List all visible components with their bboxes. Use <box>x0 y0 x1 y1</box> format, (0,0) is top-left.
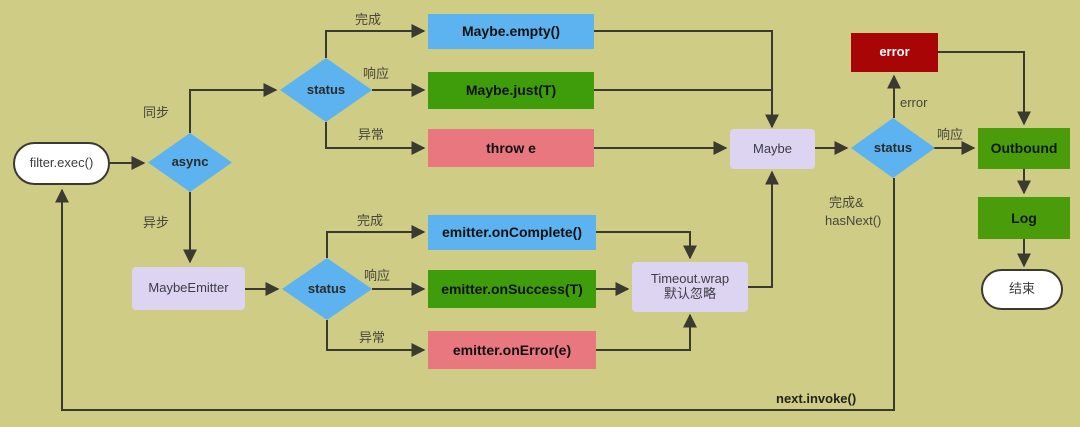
node-timeout-wrap-label-line1: Timeout.wrap <box>650 271 730 287</box>
node-maybe[interactable]: Maybe <box>730 129 815 169</box>
node-error[interactable]: error <box>851 33 938 72</box>
node-outbound-label: Outbound <box>990 140 1058 157</box>
node-emitter-onerror[interactable]: emitter.onError(e) <box>428 331 596 369</box>
node-error-label: error <box>879 44 910 60</box>
node-status-async[interactable]: status <box>282 258 372 320</box>
node-start-label: filter.exec() <box>29 155 94 171</box>
edge-empty-to-maybe <box>594 30 779 129</box>
node-status-result[interactable]: status <box>851 118 935 178</box>
edge-onerror-to-timeout <box>596 313 697 351</box>
node-emitter-oncomplete-label: emitter.onComplete() <box>441 224 582 241</box>
node-status-sync[interactable]: status <box>280 58 372 122</box>
node-maybe-emitter[interactable]: MaybeEmitter <box>132 267 245 310</box>
edge-label-response-right: 响应 <box>937 127 964 142</box>
node-outbound[interactable]: Outbound <box>978 128 1070 169</box>
edge-label-response-bottom: 响应 <box>364 268 391 283</box>
edge-label-complete-hasnext-line1: 完成& <box>829 195 864 210</box>
node-maybe-empty-label: Maybe.empty() <box>461 23 561 40</box>
node-emitter-onerror-label: emitter.onError(e) <box>452 341 572 358</box>
node-status-async-label: status <box>307 280 347 296</box>
edge-label-sync: 同步 <box>143 105 170 120</box>
node-start[interactable]: filter.exec() <box>13 142 110 185</box>
node-maybe-empty[interactable]: Maybe.empty() <box>428 14 594 49</box>
node-emitter-onsuccess[interactable]: emitter.onSuccess(T) <box>428 270 596 308</box>
node-status-result-label: status <box>873 139 913 155</box>
diamond-icon <box>282 258 372 320</box>
edge-async-sync-to-status <box>189 83 278 133</box>
edge-label-complete-top: 完成 <box>355 12 382 27</box>
node-emitter-onsuccess-label: emitter.onSuccess(T) <box>441 280 583 297</box>
node-end[interactable]: 结束 <box>981 269 1063 310</box>
edge-label-error: error <box>900 95 928 110</box>
node-timeout-wrap-label-line2: 默认忽略 <box>663 286 716 301</box>
node-log[interactable]: Log <box>978 197 1070 239</box>
edge-label-complete-hasnext-line2: hasNext() <box>825 213 882 228</box>
node-maybe-just-label: Maybe.just(T) <box>465 82 557 99</box>
edge-oncomplete-to-timeout <box>596 231 697 260</box>
node-timeout-wrap[interactable]: Timeout.wrap 默认忽略 <box>632 262 748 312</box>
node-end-label: 结束 <box>1008 281 1035 297</box>
node-throw-e[interactable]: throw e <box>428 129 594 167</box>
node-async-decision[interactable]: async <box>148 133 232 192</box>
node-maybe-label: Maybe <box>752 140 793 156</box>
diamond-icon <box>851 118 935 178</box>
edge-label-response-top: 响应 <box>363 66 390 81</box>
node-log-label: Log <box>1011 209 1037 226</box>
diamond-icon <box>148 133 232 192</box>
node-emitter-oncomplete[interactable]: emitter.onComplete() <box>428 215 596 250</box>
node-maybe-emitter-label: MaybeEmitter <box>148 280 229 296</box>
node-async-decision-label: async <box>171 154 209 170</box>
edge-label-exception-top: 异常 <box>358 127 385 142</box>
node-maybe-just[interactable]: Maybe.just(T) <box>428 72 594 109</box>
diamond-icon <box>280 58 372 122</box>
edge-label-next-invoke: next.invoke() <box>776 391 857 406</box>
edge-status-complete-empty <box>325 24 426 58</box>
node-status-sync-label: status <box>306 81 346 97</box>
edge-label-async: 异步 <box>143 215 170 230</box>
edge-timeout-to-maybe <box>748 170 779 288</box>
edge-label-exception-bottom: 异常 <box>359 330 386 345</box>
node-throw-e-label: throw e <box>486 139 536 156</box>
edge-error-to-outbound <box>938 51 1031 126</box>
edge-label-complete-bottom: 完成 <box>357 213 384 228</box>
edge-status-complete-oncomplete <box>326 225 426 258</box>
